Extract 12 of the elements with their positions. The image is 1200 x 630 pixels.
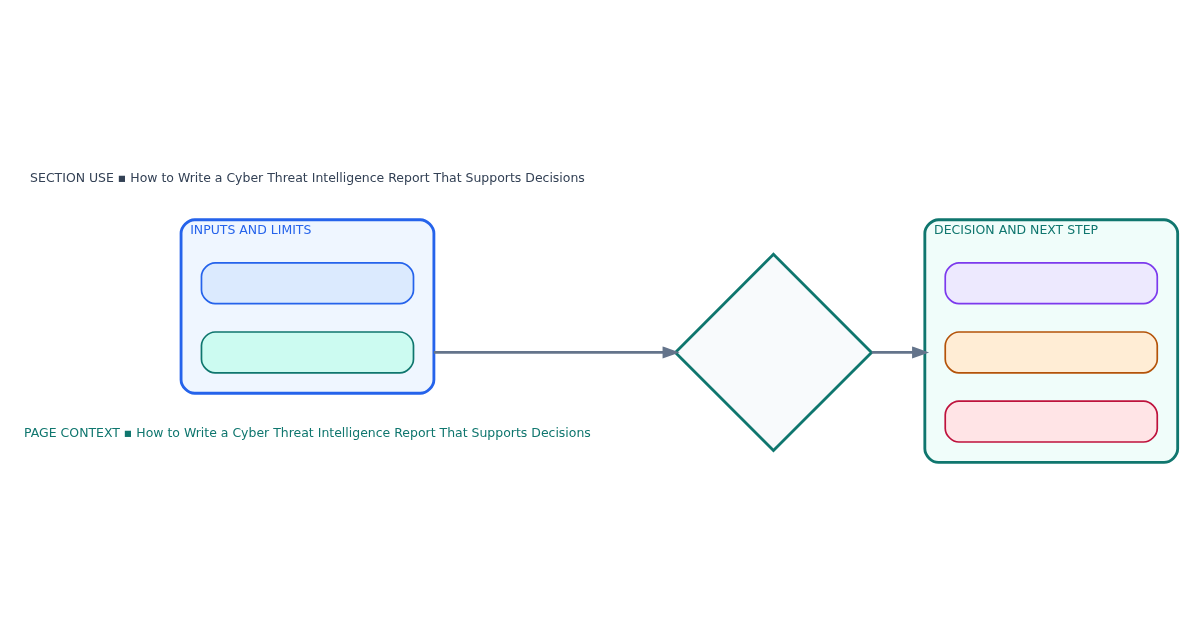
cluster: INPUTS AND LIMITS — [179, 218, 436, 395]
node-box — [200, 262, 415, 305]
node-box — [944, 400, 1159, 443]
node-diamond — [673, 252, 874, 453]
label: PAGE CONTEXT ▪ How to Write a Cyber Threat Intelligence Report That Supports Decisions — [24, 425, 591, 441]
node-box — [944, 262, 1159, 305]
node-box — [944, 331, 1159, 374]
arrow — [433, 346, 680, 359]
node-box — [200, 331, 415, 374]
cluster: DECISION AND NEXT STEP — [923, 218, 1180, 464]
label: SECTION USE ▪ How to Write a Cyber Threat Intelligence Report That Supports Decisions — [30, 170, 585, 186]
arrow — [871, 346, 930, 359]
